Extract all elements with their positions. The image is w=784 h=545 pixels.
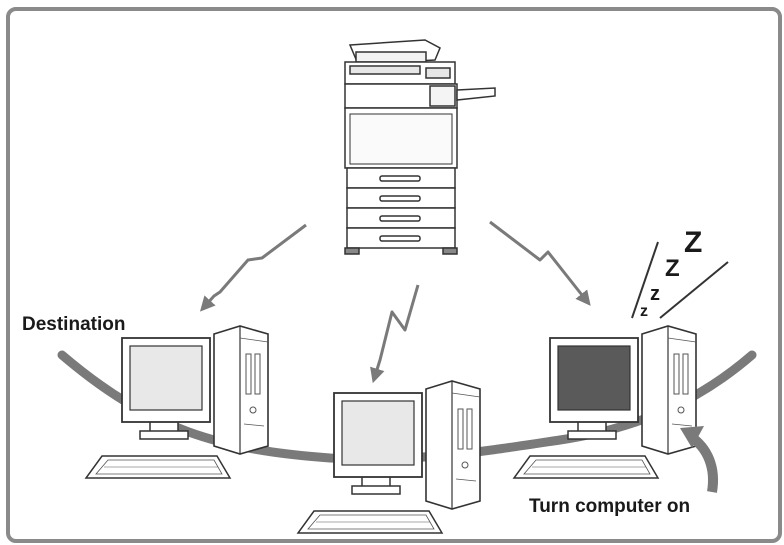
- printer-icon: [344, 39, 496, 255]
- arrow-icon: [370, 284, 420, 384]
- arrow-icon: [199, 223, 307, 312]
- destination-label: Destination: [22, 314, 126, 335]
- power-on-arrow-head: [680, 426, 704, 448]
- sleep-letter: Z: [665, 255, 680, 282]
- sleep-letter: Z: [684, 226, 702, 259]
- sleep-icon: z z Z Z: [631, 226, 729, 320]
- computer-icon: [85, 325, 269, 479]
- computer-icon: [513, 325, 697, 479]
- arrow-icon: [489, 220, 591, 306]
- sleep-letter: z: [640, 303, 648, 320]
- sleep-letter: z: [650, 283, 660, 305]
- turn-computer-on-label: Turn computer on: [529, 496, 691, 517]
